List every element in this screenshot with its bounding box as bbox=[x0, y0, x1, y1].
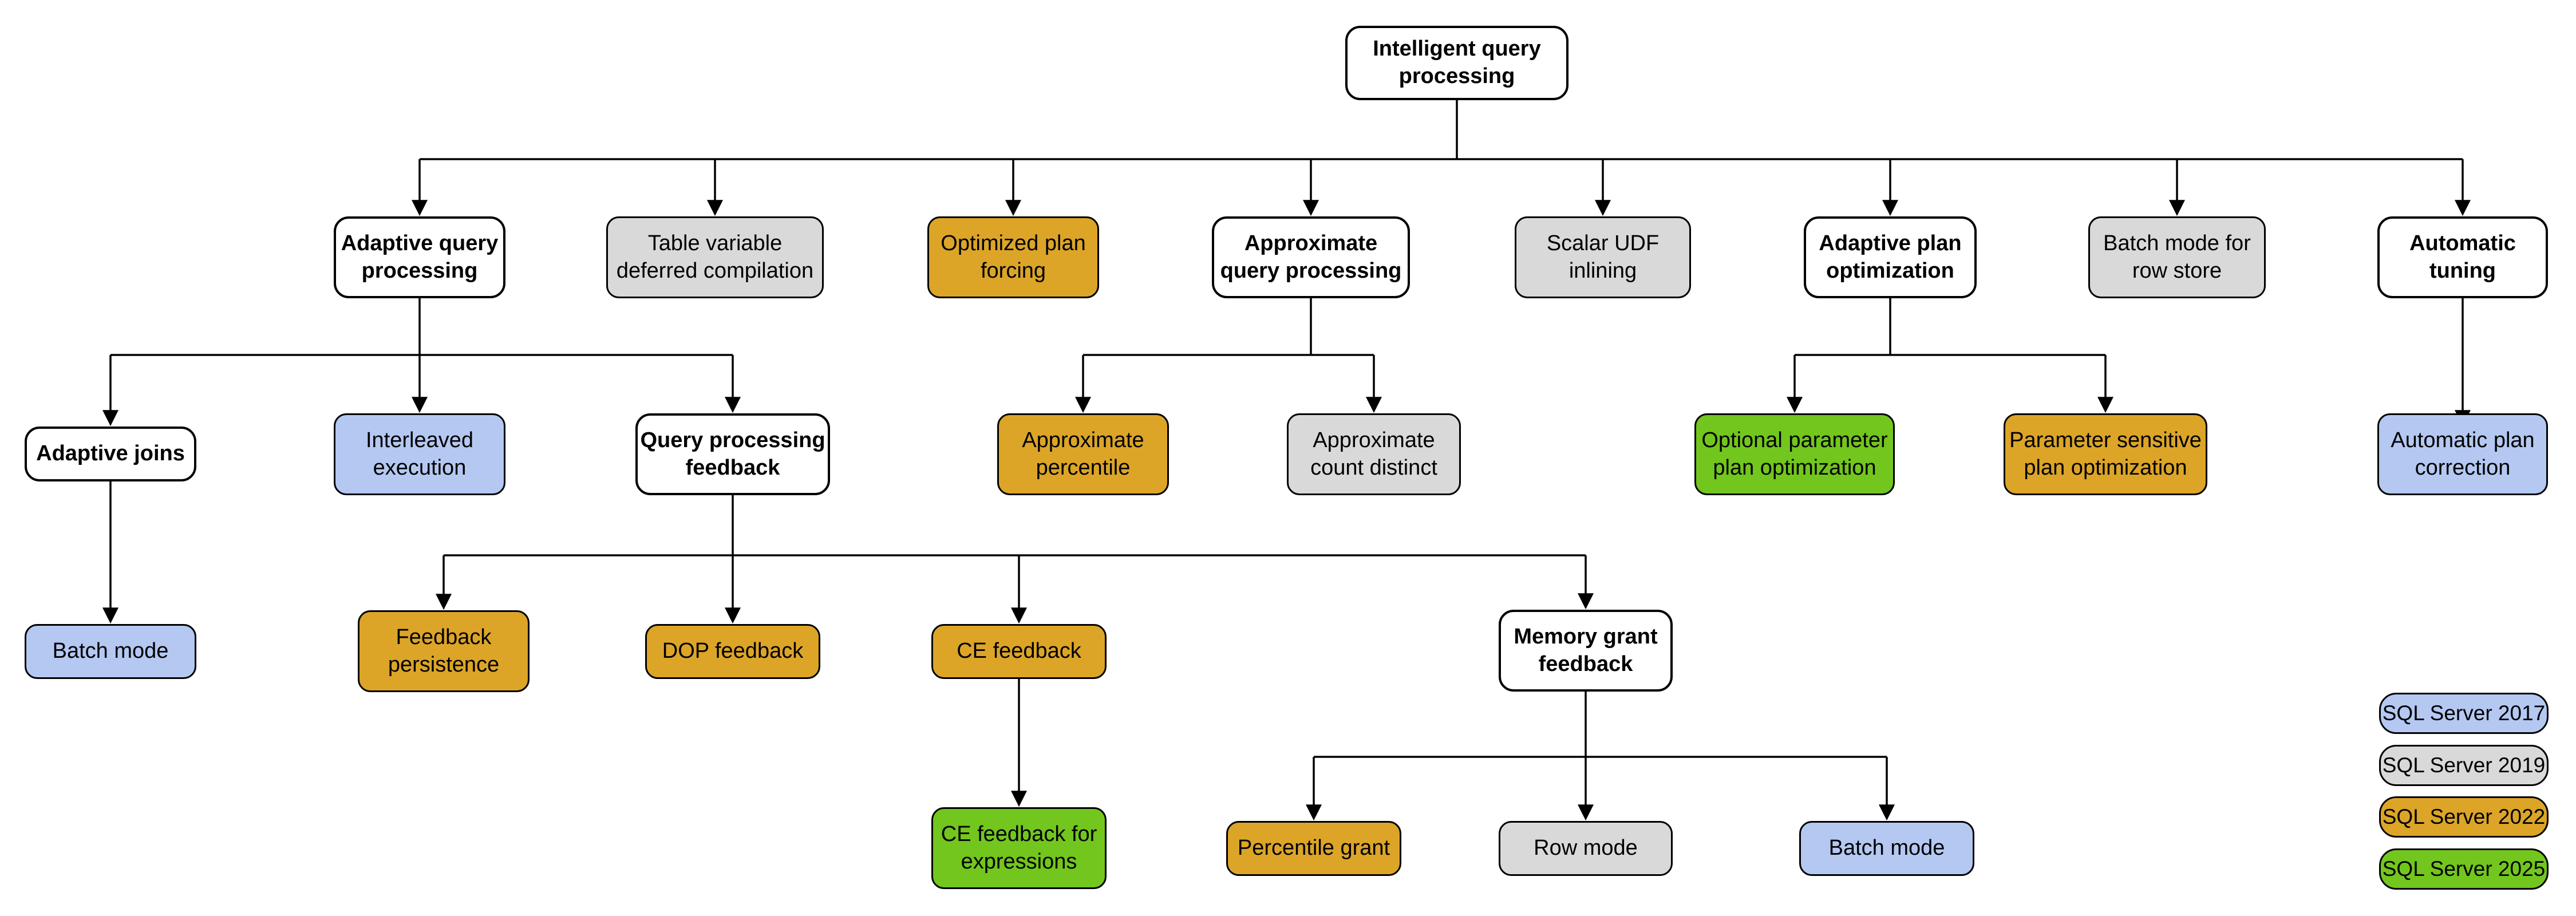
node-batch-mode-memory-grant: Batch mode bbox=[1799, 821, 1974, 876]
connectors-adaptive-query-processing bbox=[102, 298, 741, 427]
node-batch-mode-adaptive-joins: Batch mode bbox=[25, 624, 196, 679]
connectors-approximate-query-processing bbox=[1075, 298, 1382, 413]
node-dop-feedback: DOP feedback bbox=[645, 624, 820, 679]
node-feedback-persistence: Feedback persistence bbox=[358, 610, 530, 692]
connectors-root bbox=[412, 100, 2471, 216]
node-approximate-query-processing: Approximate query processing bbox=[1212, 216, 1410, 298]
legend-item-sql-server-2019: SQL Server 2019 bbox=[2379, 745, 2549, 786]
legend-item-sql-server-2017: SQL Server 2017 bbox=[2379, 693, 2549, 734]
connectors-query-processing-feedback bbox=[436, 495, 1594, 624]
node-optimized-plan-forcing: Optimized plan forcing bbox=[927, 216, 1099, 298]
node-percentile-grant: Percentile grant bbox=[1226, 821, 1401, 876]
node-adaptive-plan-optimization: Adaptive plan optimization bbox=[1804, 216, 1977, 298]
node-adaptive-joins: Adaptive joins bbox=[25, 427, 196, 481]
node-approximate-count-distinct: Approximate count distinct bbox=[1287, 413, 1461, 495]
node-automatic-tuning: Automatic tuning bbox=[2377, 216, 2548, 298]
node-parameter-sensitive-plan-optimization: Parameter sensitive plan optimization bbox=[2004, 413, 2207, 495]
node-query-processing-feedback: Query processing feedback bbox=[635, 413, 830, 495]
node-optional-parameter-plan-optimization: Optional parameter plan optimization bbox=[1694, 413, 1895, 495]
node-ce-feedback-for-expressions: CE feedback for expressions bbox=[931, 807, 1107, 889]
node-memory-grant-feedback: Memory grant feedback bbox=[1499, 610, 1673, 692]
connectors-memory-grant-feedback bbox=[1306, 692, 1895, 821]
legend-item-sql-server-2022: SQL Server 2022 bbox=[2379, 796, 2549, 838]
node-ce-feedback: CE feedback bbox=[931, 624, 1107, 679]
connectors-adaptive-plan-optimization bbox=[1787, 298, 2113, 413]
node-intelligent-query-processing: Intelligent query processing bbox=[1345, 26, 1568, 100]
node-automatic-plan-correction: Automatic plan correction bbox=[2377, 413, 2548, 495]
node-scalar-udf-inlining: Scalar UDF inlining bbox=[1515, 216, 1691, 298]
node-row-mode: Row mode bbox=[1499, 821, 1673, 876]
node-approximate-percentile: Approximate percentile bbox=[997, 413, 1169, 495]
node-interleaved-execution: Interleaved execution bbox=[334, 413, 505, 495]
node-table-variable-deferred-compilation: Table variable deferred compilation bbox=[606, 216, 824, 298]
legend-item-sql-server-2025: SQL Server 2025 bbox=[2379, 848, 2549, 890]
node-adaptive-query-processing: Adaptive query processing bbox=[334, 216, 505, 298]
node-batch-mode-for-row-store: Batch mode for row store bbox=[2088, 216, 2266, 298]
